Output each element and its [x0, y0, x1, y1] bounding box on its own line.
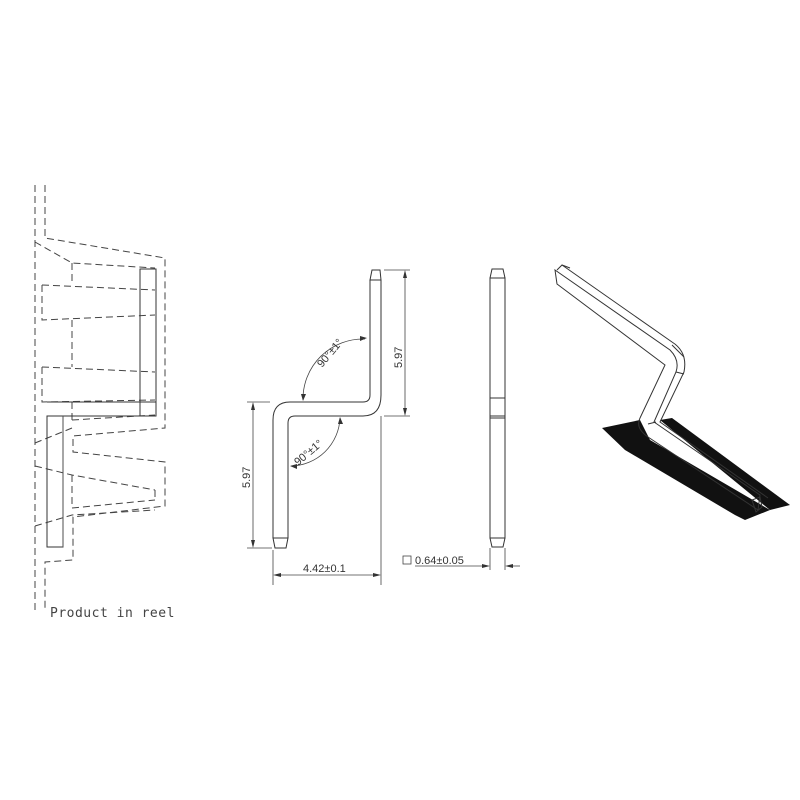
reel-label: Product in reel: [50, 606, 175, 621]
height-right-label: 5.97: [393, 347, 405, 368]
cross-section-label: 0.64±0.05: [415, 555, 464, 567]
reel-view: [34, 185, 166, 610]
side-view: [402, 268, 520, 570]
front-view: [247, 269, 410, 585]
height-left-label: 5.97: [241, 467, 253, 488]
iso-view: [554, 264, 790, 520]
square-section-icon: [402, 555, 412, 565]
angle-bottom-label: 90°±1°: [292, 438, 325, 469]
angle-top-label: 90°±1°: [315, 337, 346, 370]
width-label: 4.42±0.1: [303, 563, 346, 575]
